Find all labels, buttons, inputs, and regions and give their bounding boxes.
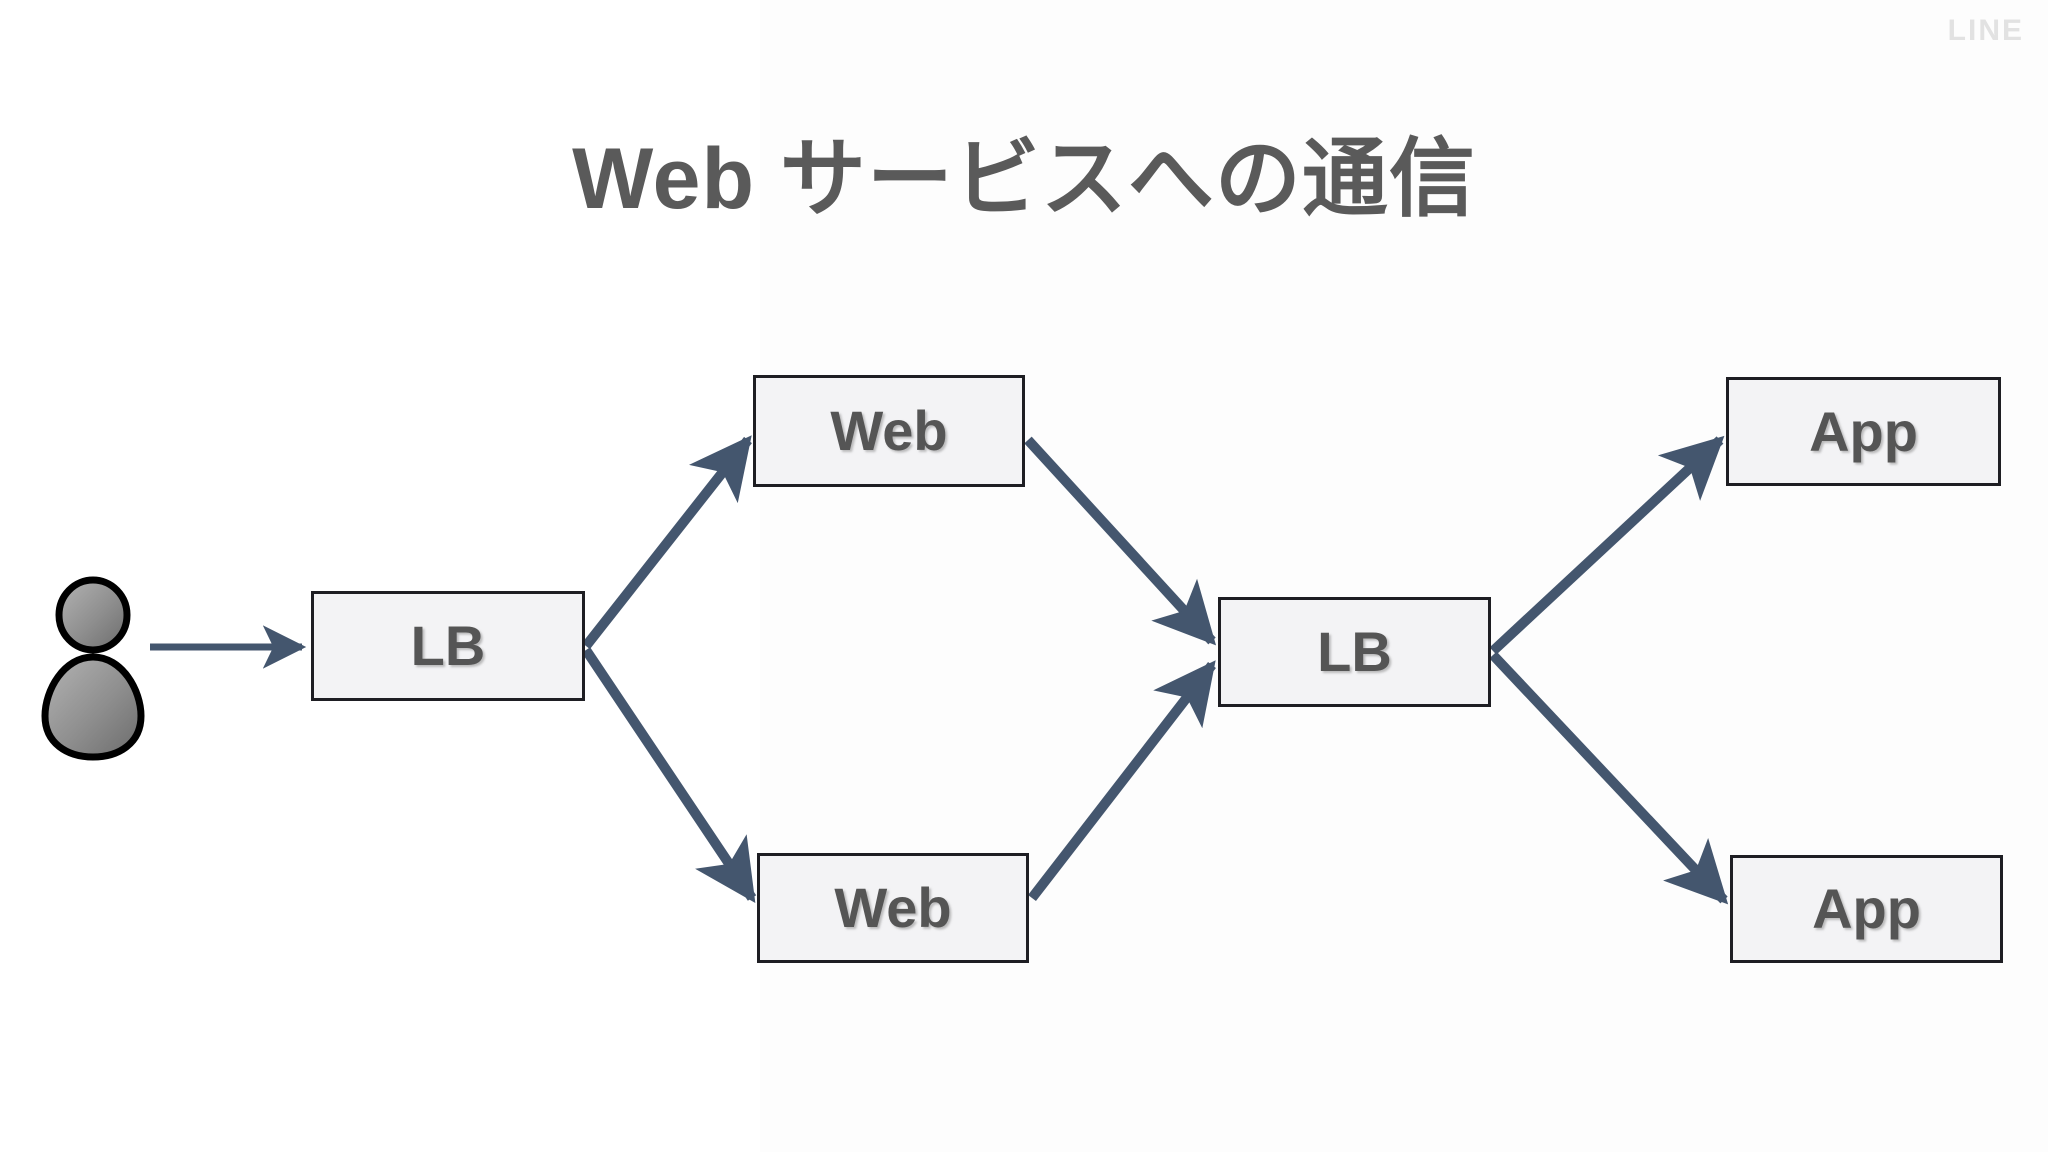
edge-lb-front-to-web-bottom xyxy=(581,647,757,903)
edge-lb-back-to-app-bottom xyxy=(1489,651,1729,905)
node-label: Web xyxy=(830,399,948,462)
node-lb-back[interactable]: LB xyxy=(1218,597,1491,707)
node-label: LB xyxy=(410,614,486,677)
edge-web-bottom-to-lb-back xyxy=(1028,660,1216,902)
node-label: App xyxy=(1812,877,1921,940)
node-web-top[interactable]: Web xyxy=(753,375,1025,487)
node-app-bottom[interactable]: App xyxy=(1730,855,2003,963)
node-label: LB xyxy=(1317,620,1392,683)
person-icon xyxy=(41,576,145,761)
edge-lb-back-to-app-top xyxy=(1489,435,1725,655)
node-label: App xyxy=(1809,399,1918,463)
node-app-top[interactable]: App xyxy=(1726,377,2001,486)
node-lb-front[interactable]: LB xyxy=(311,591,585,701)
node-label: Web xyxy=(834,876,952,939)
edge-lb-front-to-web-top xyxy=(582,435,752,650)
page-title: Web サービスへの通信 xyxy=(572,131,1476,227)
line-brand-logo: LINE xyxy=(1947,14,2024,47)
node-web-bottom[interactable]: Web xyxy=(757,853,1029,963)
edge-web-top-to-lb-back xyxy=(1024,436,1217,646)
